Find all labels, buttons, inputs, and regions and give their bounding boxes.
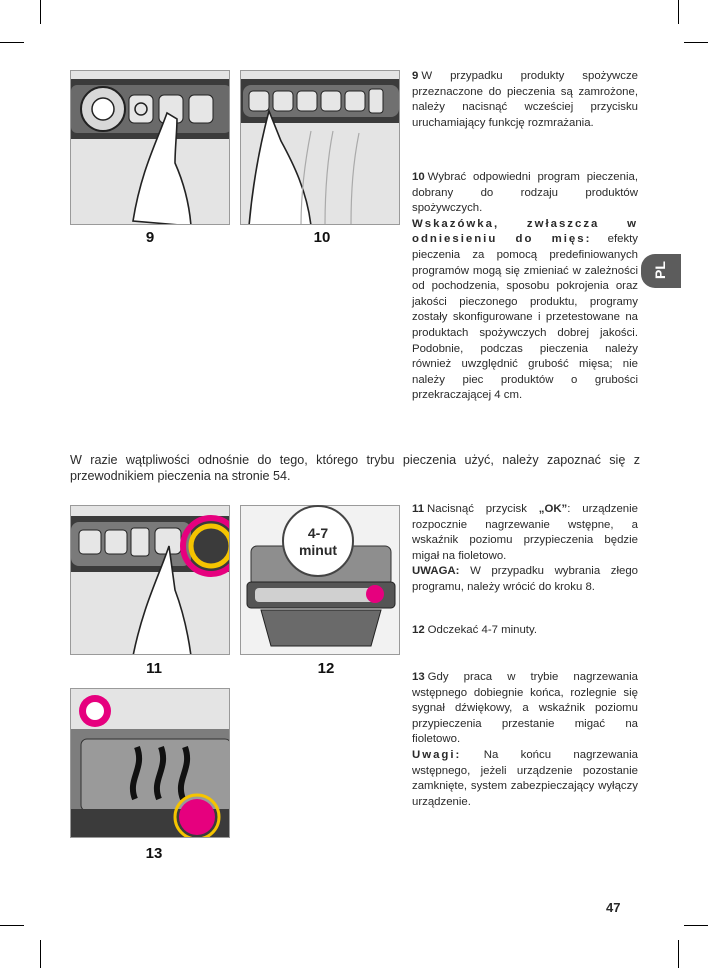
crop-mark bbox=[40, 0, 41, 24]
step-13-note-text: Na końcu nagrzewania wstępnego, jeżeli u… bbox=[412, 748, 638, 808]
general-note: W razie wątpliwości odnośnie do tego, kt… bbox=[70, 453, 640, 483]
crop-mark bbox=[684, 925, 708, 926]
crop-mark bbox=[678, 0, 679, 24]
crop-mark bbox=[0, 42, 24, 43]
figure-13-label: 13 bbox=[145, 845, 163, 862]
language-tab: PL bbox=[641, 254, 681, 288]
figure-9-label: 9 bbox=[145, 229, 155, 246]
figure-10-label: 10 bbox=[313, 229, 331, 246]
step-11-warning-text: W przypadku wybrania złego programu, nal… bbox=[412, 565, 638, 593]
crop-mark bbox=[40, 940, 41, 968]
step-11-text-a: Nacisnąć przycisk bbox=[427, 503, 539, 515]
duration-bubble-unit: minut bbox=[298, 542, 338, 558]
crop-mark bbox=[0, 925, 24, 926]
step-11-number: 11 bbox=[412, 503, 425, 515]
crop-mark bbox=[684, 42, 708, 43]
crop-mark bbox=[678, 940, 679, 968]
figure-11-illustration bbox=[70, 505, 230, 655]
step-13-number: 13 bbox=[412, 671, 425, 683]
step-12-number: 12 bbox=[412, 624, 425, 636]
figure-9-illustration bbox=[70, 70, 230, 225]
step-10-number: 10 bbox=[412, 171, 425, 183]
step-10-text: Wybrać odpowiedni program pieczenia, dob… bbox=[412, 171, 638, 215]
step-12-text: Odczekać 4-7 minuty. bbox=[427, 624, 537, 636]
duration-bubble-value: 4-7 bbox=[307, 525, 329, 541]
step-11-text-b: : urządzenie rozpocznie nagrzewanie wstę… bbox=[412, 503, 639, 562]
step-13-text: Gdy praca w trybie nagrzewania wstępnego… bbox=[412, 671, 638, 746]
figure-11-label: 11 bbox=[146, 660, 162, 677]
language-tab-label: PL bbox=[652, 261, 668, 279]
step-9-text: W przypadku produkty spożywcze przeznacz… bbox=[412, 70, 638, 129]
step-11-ok-key: „OK” bbox=[538, 503, 568, 515]
step-13-note-label: Uwagi: bbox=[412, 748, 462, 761]
figure-12-label: 12 bbox=[317, 660, 335, 677]
step-10-hint-label: Wskazówka, zwłaszcza w odniesieniu do mi… bbox=[412, 217, 638, 246]
step-11-warning-label: UWAGA: bbox=[412, 565, 460, 578]
page-number: 47 bbox=[606, 900, 621, 915]
duration-bubble: 4-7 minut bbox=[282, 505, 354, 577]
step-10-hint-text: efekty pieczenia za pomocą predefiniowan… bbox=[412, 233, 638, 402]
figure-13-illustration bbox=[70, 688, 230, 838]
figure-10-illustration bbox=[240, 70, 400, 225]
step-9-number: 9 bbox=[412, 70, 419, 82]
